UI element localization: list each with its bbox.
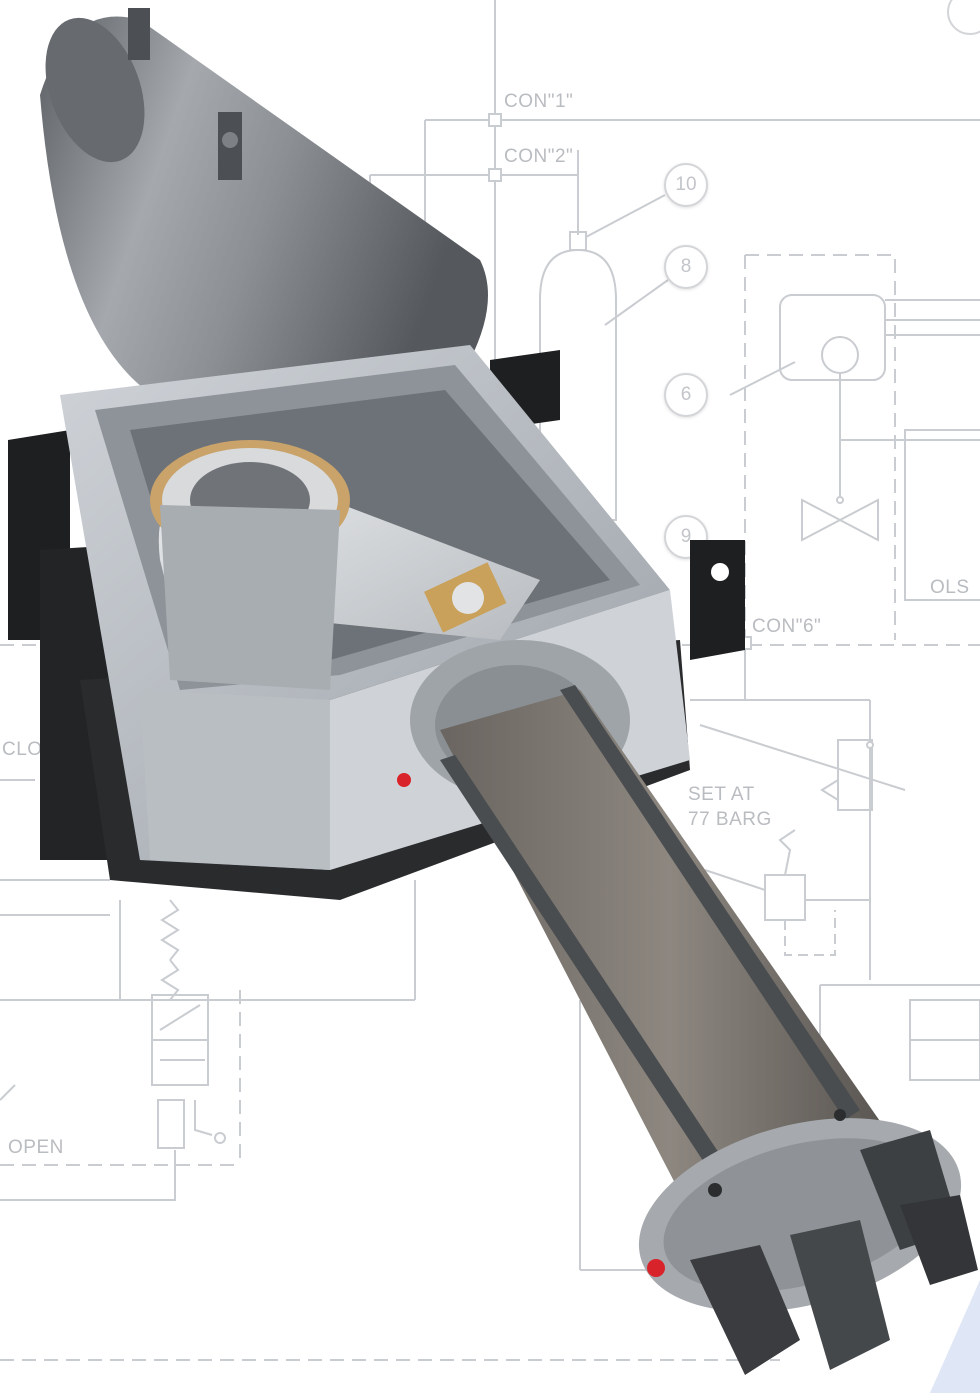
set-at-label: SET AT (688, 784, 755, 805)
callout-6: 6 (664, 373, 708, 417)
callout-10: 10 (664, 163, 708, 207)
open-label: OPEN (8, 1137, 64, 1158)
pressure-label: 77 BARG (688, 809, 772, 830)
connection-label-1: CON"1" (504, 91, 574, 112)
connection-label-2: CON"2" (504, 146, 574, 167)
ols-label: OLS (930, 577, 970, 598)
connection-label-6: CON"6" (752, 616, 822, 637)
callout-9: 9 (664, 515, 708, 559)
callout-8: 8 (664, 245, 708, 289)
